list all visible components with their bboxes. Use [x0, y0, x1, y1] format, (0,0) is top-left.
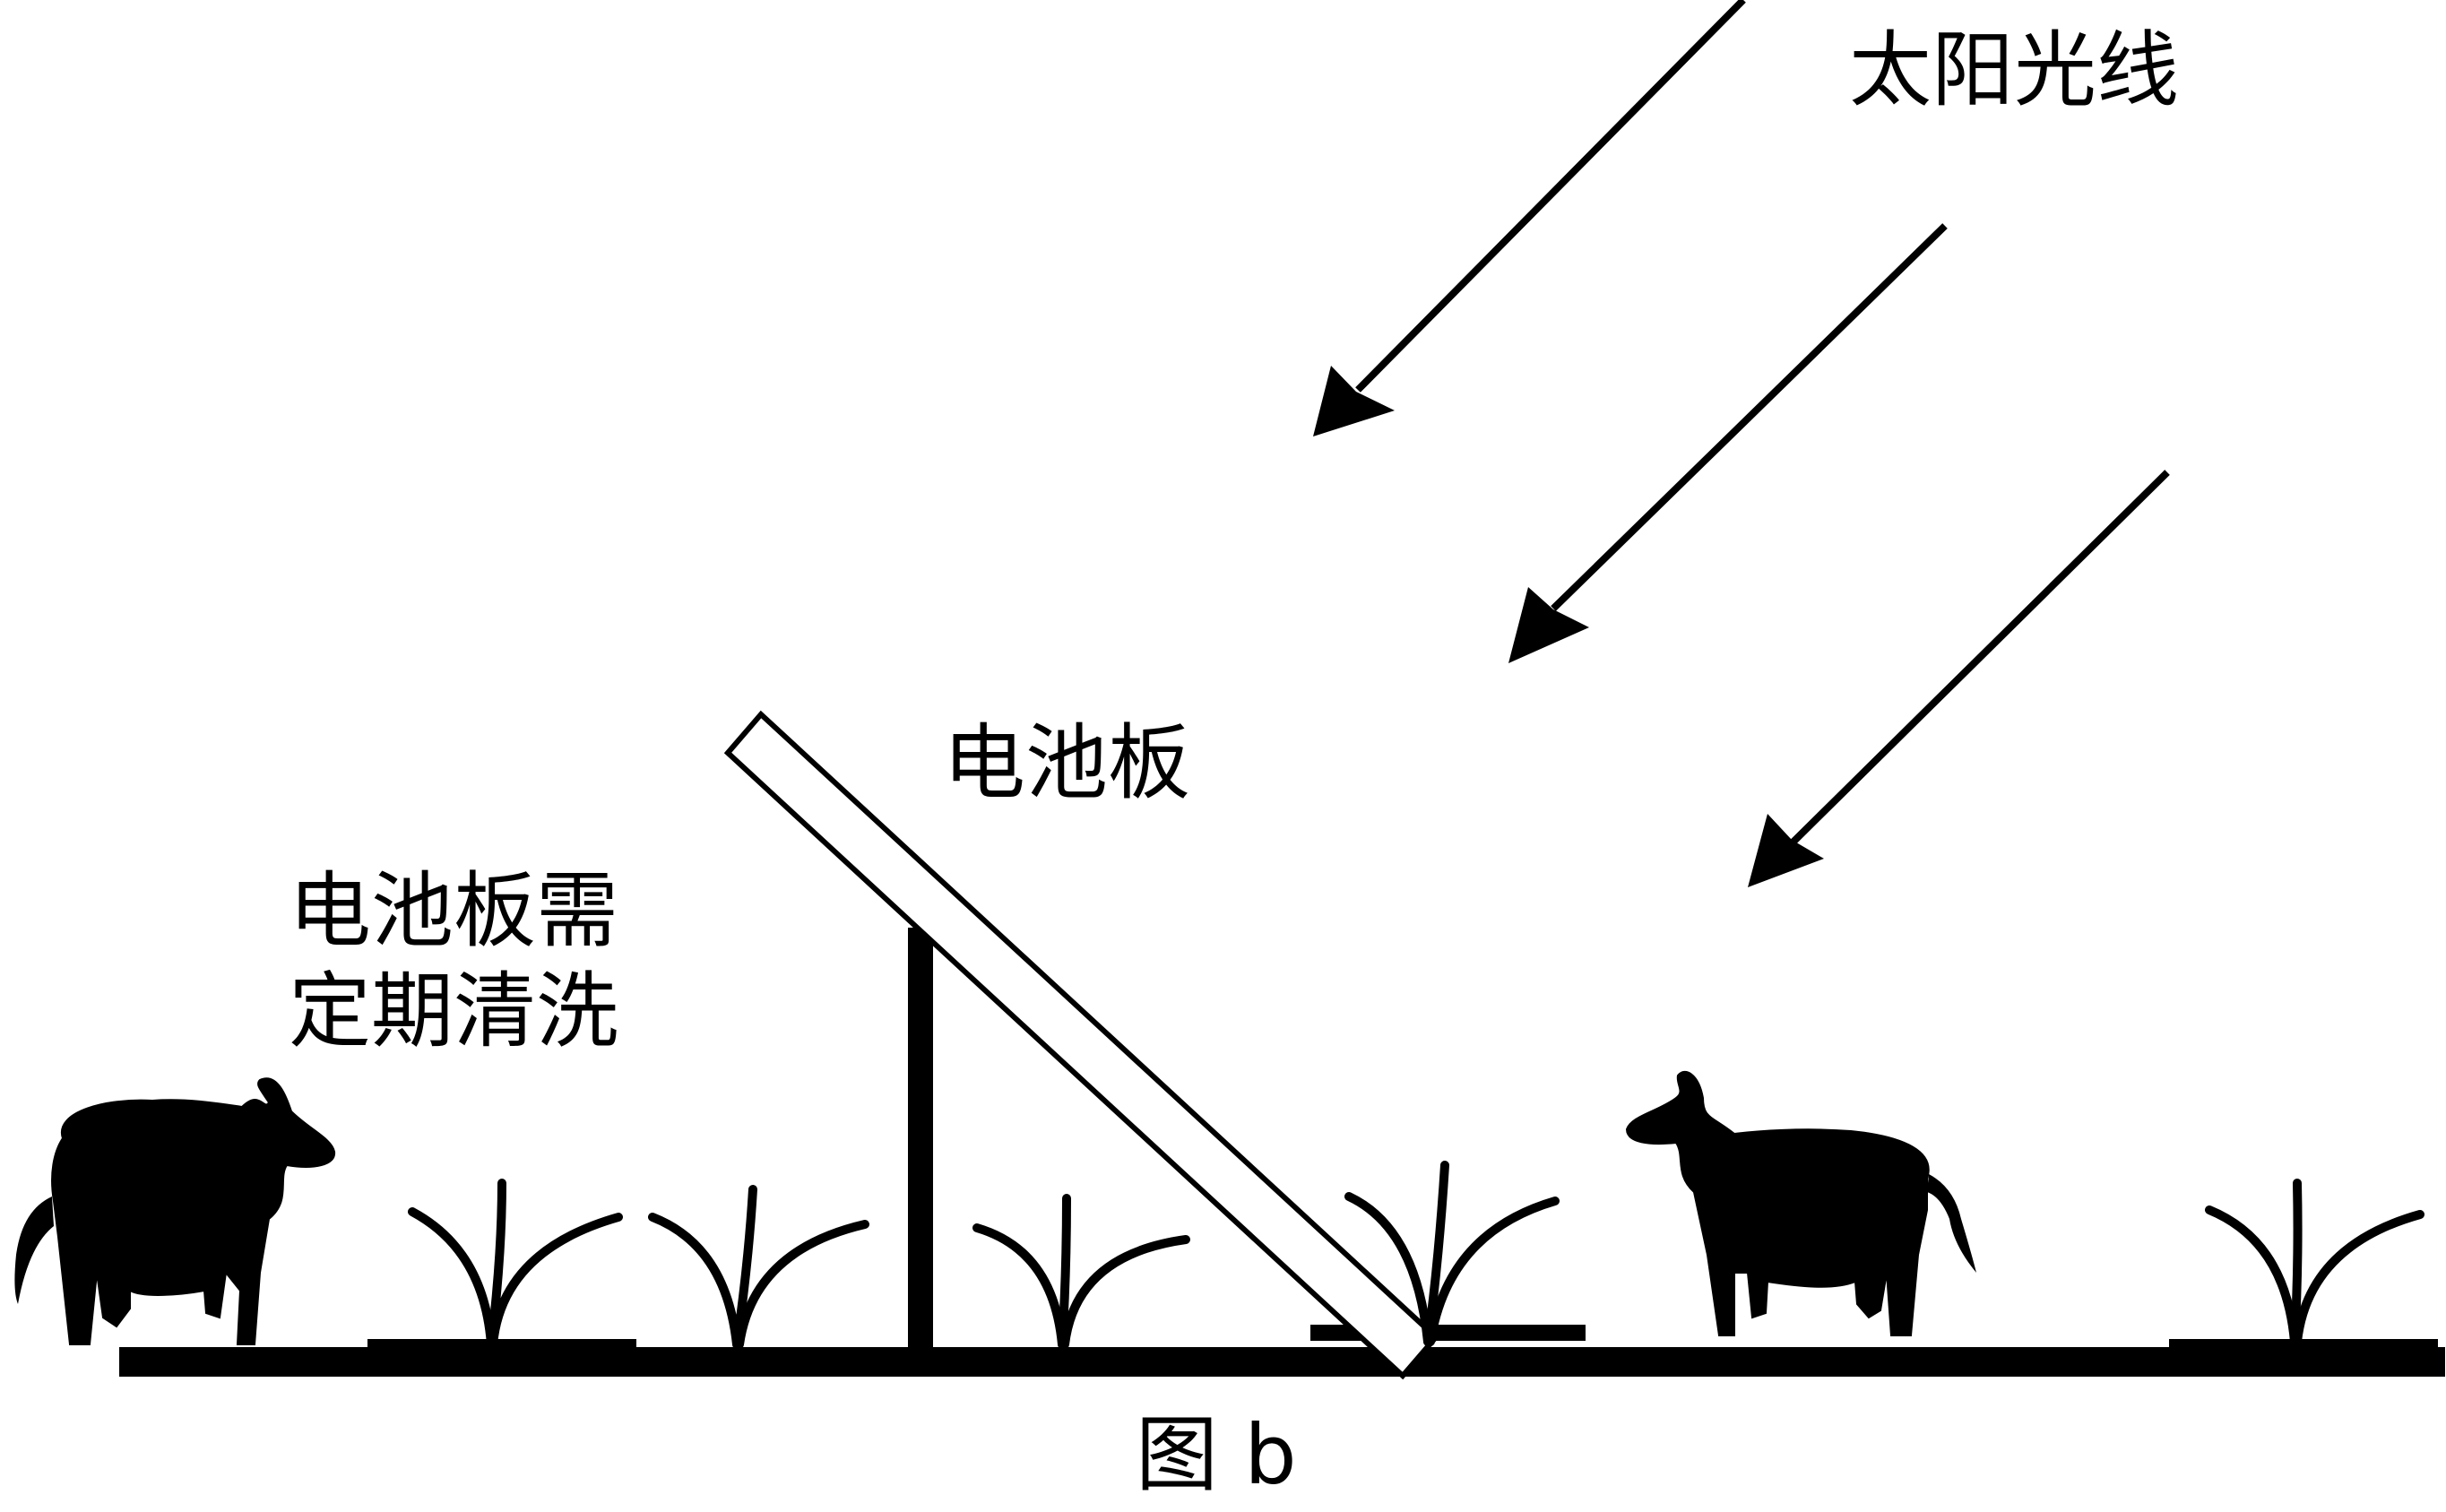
sun-ray-arrow [1508, 223, 1948, 663]
panel-support-post [908, 928, 933, 1353]
sun-ray-arrow [1313, 0, 1746, 436]
cleaning-note-line2: 定期清洗 [289, 963, 618, 1059]
panel-label: 电池板 [943, 715, 1190, 811]
sun-rays-label: 太阳光线 [1849, 22, 2179, 118]
sprout-icon [972, 1194, 1190, 1349]
plants [408, 1161, 2424, 1349]
solar-panel [723, 710, 1440, 1380]
sprout-icon [1344, 1161, 1560, 1346]
sheep-icon [14, 1077, 336, 1345]
ground [119, 1325, 2445, 1377]
sheep-icon [1625, 1070, 1976, 1336]
figure-caption: 图 b [1136, 1407, 1297, 1503]
sprout-icon [648, 1185, 869, 1349]
cleaning-note-line1: 电池板需 [289, 863, 618, 959]
sun-ray-arrow [1748, 470, 2170, 887]
sun-rays [1313, 0, 2170, 887]
sprout-icon [2205, 1179, 2424, 1346]
sprout-icon [408, 1179, 623, 1349]
